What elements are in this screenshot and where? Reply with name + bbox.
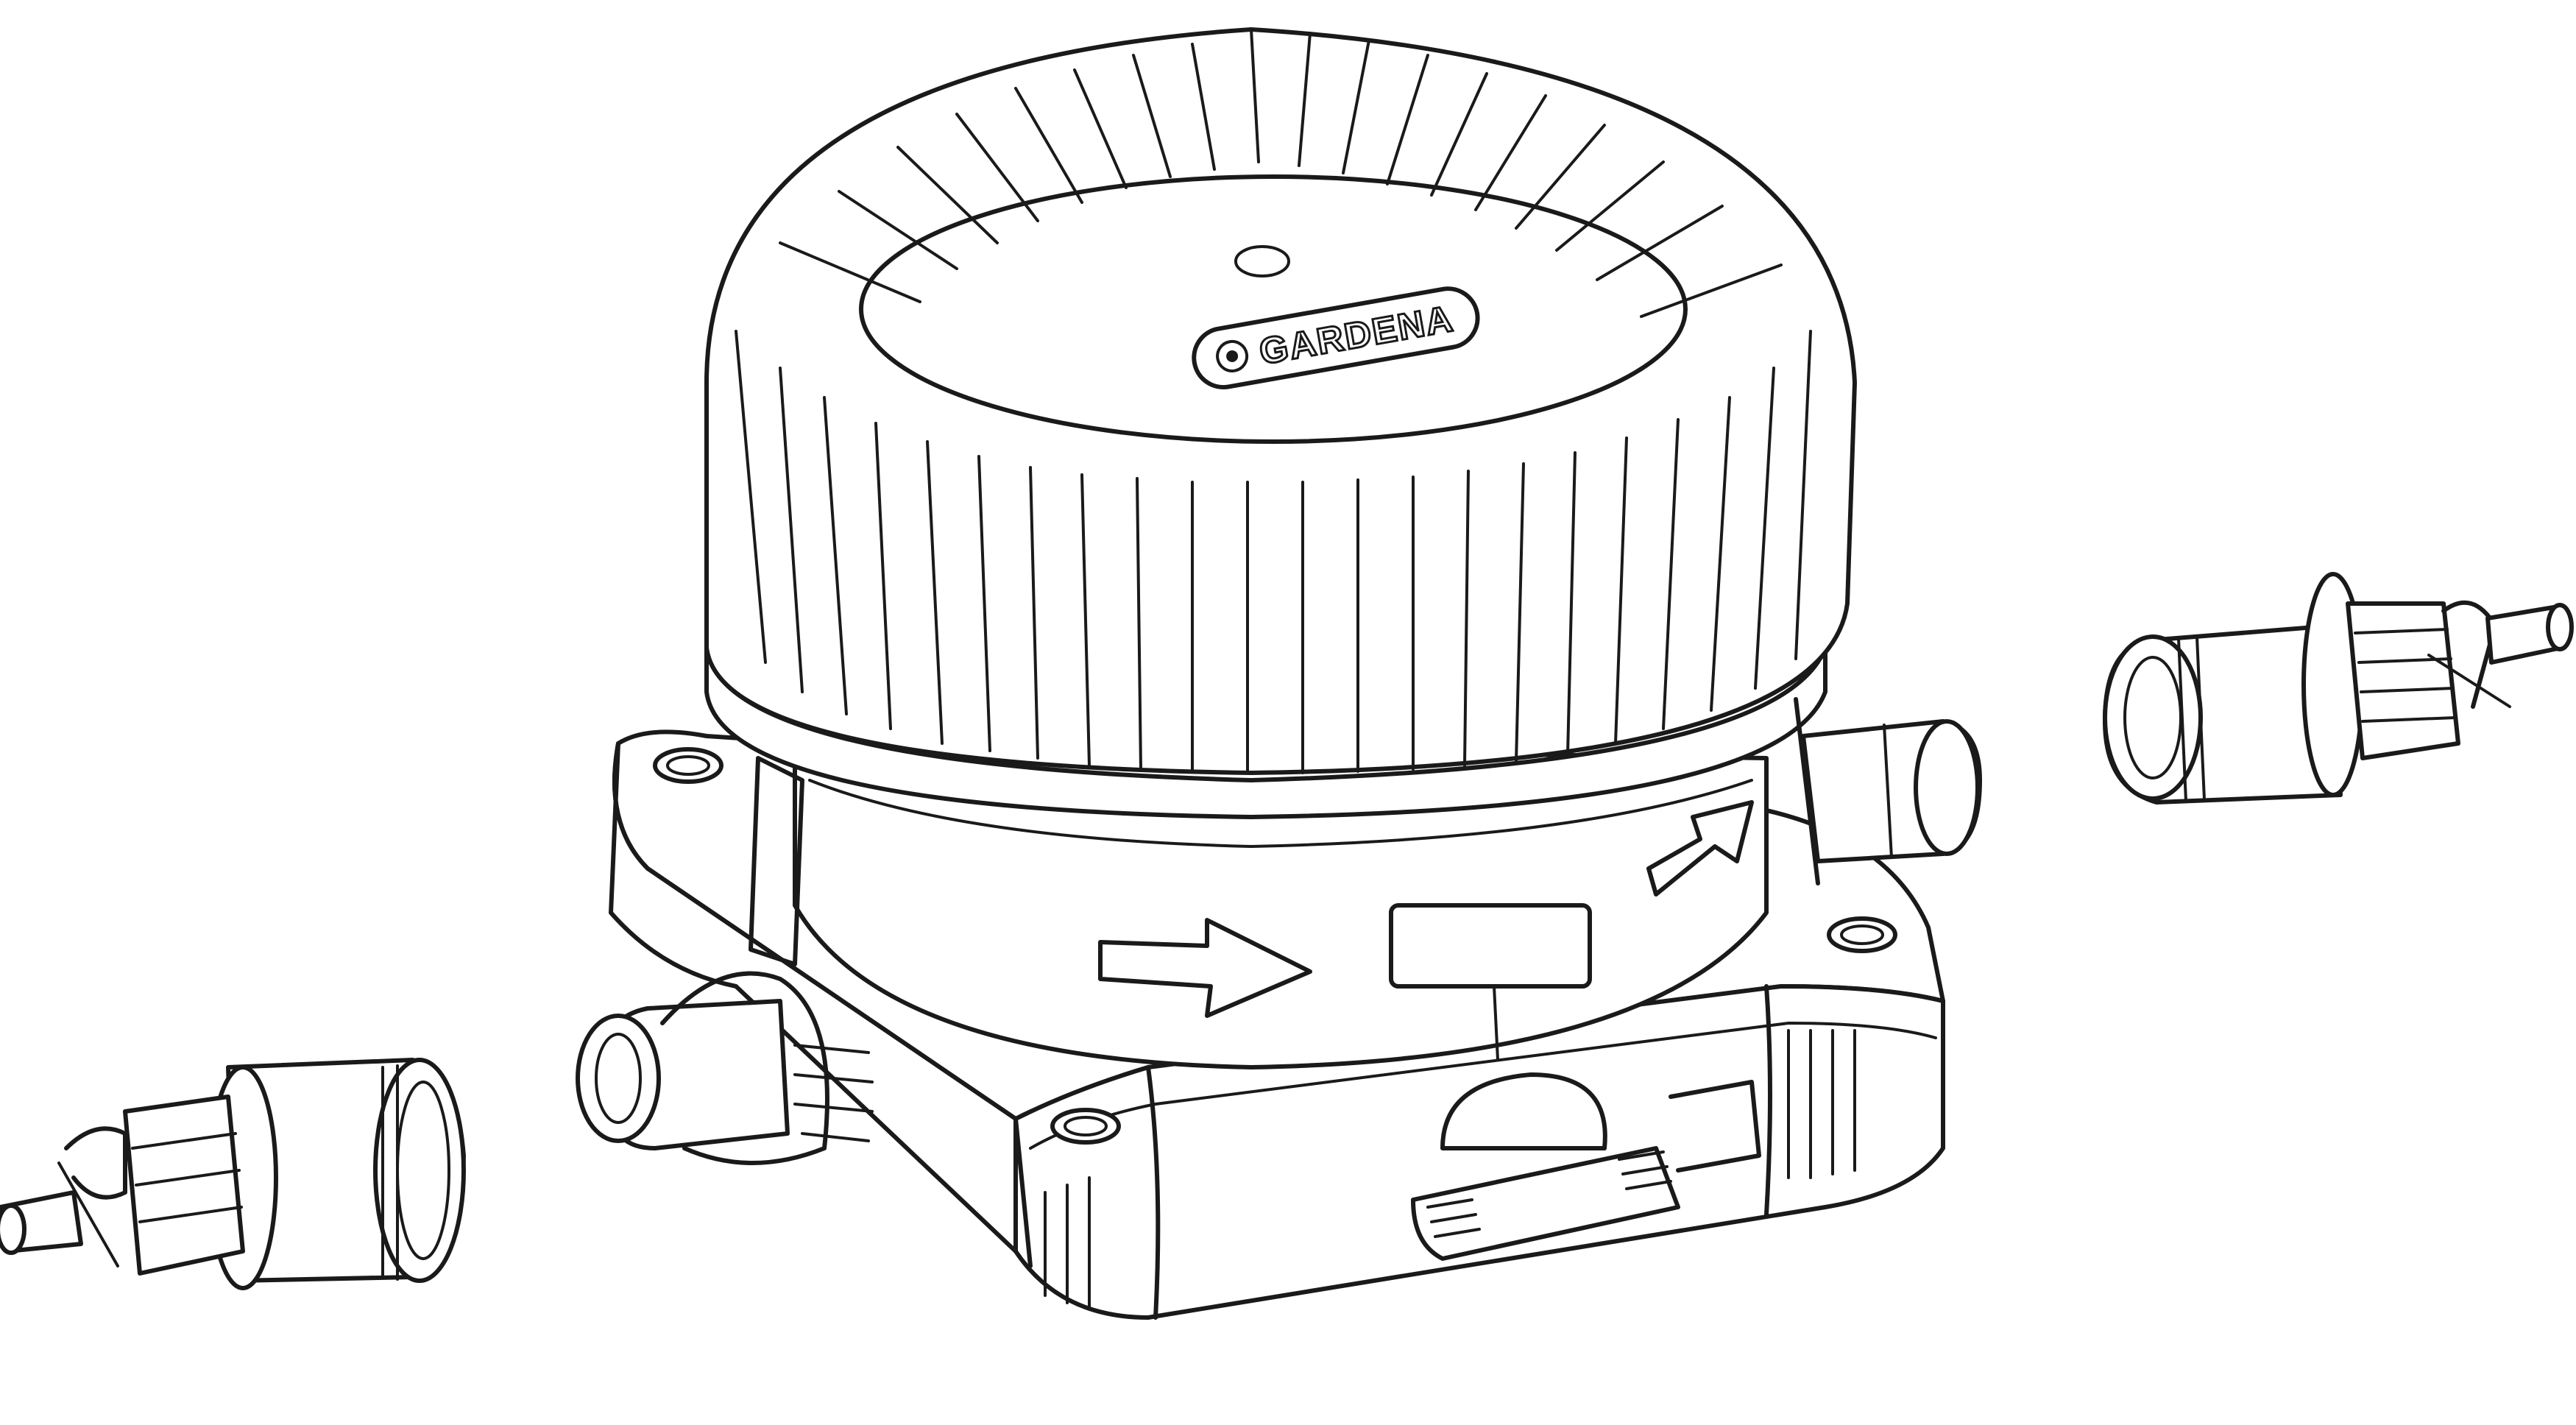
valve-cylinder — [793, 741, 1769, 1069]
flow-arrow-icon — [1646, 800, 1754, 897]
ribbed-cover: GARDENA — [704, 27, 1857, 819]
clamp-teeth — [793, 1044, 874, 1142]
right-outlet-port — [1794, 697, 1982, 885]
left-outlet-port — [576, 756, 874, 1165]
grip-ribs-right — [1787, 1029, 1856, 1179]
mounting-hole — [653, 747, 723, 784]
hose-connector-left — [0, 1058, 466, 1290]
label-plate — [1389, 903, 1592, 989]
hose-connector-right — [2103, 572, 2574, 805]
lever-handle-icon[interactable] — [1411, 1072, 1761, 1261]
cooling-ribs — [735, 28, 1812, 774]
mounting-hole — [1827, 916, 1897, 953]
grip-ribs-left — [1044, 1176, 1091, 1308]
mounting-hole — [1050, 1108, 1121, 1145]
cover-top — [859, 174, 1688, 444]
flow-arrow-icon — [1098, 918, 1312, 1018]
